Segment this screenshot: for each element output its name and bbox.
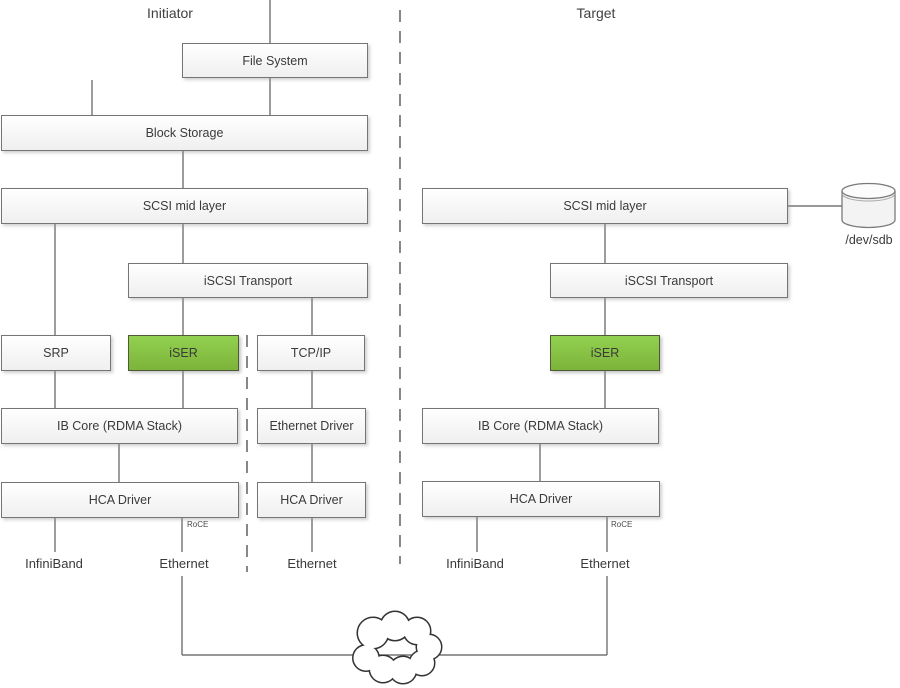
box-iscsi-transport-target: iSCSI Transport	[550, 263, 788, 298]
box-scsi-mid-layer-target: SCSI mid layer	[422, 188, 788, 224]
box-block-storage: Block Storage	[1, 115, 368, 151]
connector-lines	[54, 0, 842, 656]
storage-cylinder-icon	[841, 182, 896, 229]
box-srp: SRP	[1, 335, 111, 371]
network-cloud-icon	[352, 610, 443, 685]
box-ib-core-initiator: IB Core (RDMA Stack)	[1, 408, 238, 444]
box-hca-driver-initiator: HCA Driver	[1, 482, 239, 518]
box-scsi-mid-layer-initiator: SCSI mid layer	[1, 188, 368, 224]
target-section-header: Target	[576, 5, 616, 21]
roce-label-target: RoCE	[611, 520, 633, 529]
infiniband-label-target: InfiniBand	[446, 556, 504, 571]
box-file-system: File System	[182, 43, 368, 78]
ethernet-label-tcp: Ethernet	[287, 556, 337, 571]
box-iscsi-transport-initiator: iSCSI Transport	[128, 263, 368, 298]
roce-label-initiator: RoCE	[187, 520, 209, 529]
infiniband-label-initiator: InfiniBand	[25, 556, 83, 571]
dashed-separators	[246, 10, 401, 572]
box-hca-driver-target: HCA Driver	[422, 481, 660, 517]
box-ethernet-driver: Ethernet Driver	[257, 408, 366, 444]
box-iser-target: iSER	[550, 335, 660, 371]
initiator-section-header: Initiator	[147, 5, 193, 21]
box-iser-initiator: iSER	[128, 335, 239, 371]
ethernet-label-initiator: Ethernet	[159, 556, 209, 571]
box-hca-driver-tcp: HCA Driver	[257, 482, 366, 518]
box-tcpip: TCP/IP	[257, 335, 365, 371]
dev-sdb-label: /dev/sdb	[845, 233, 893, 247]
ethernet-label-target: Ethernet	[580, 556, 630, 571]
box-ib-core-target: IB Core (RDMA Stack)	[422, 408, 659, 444]
